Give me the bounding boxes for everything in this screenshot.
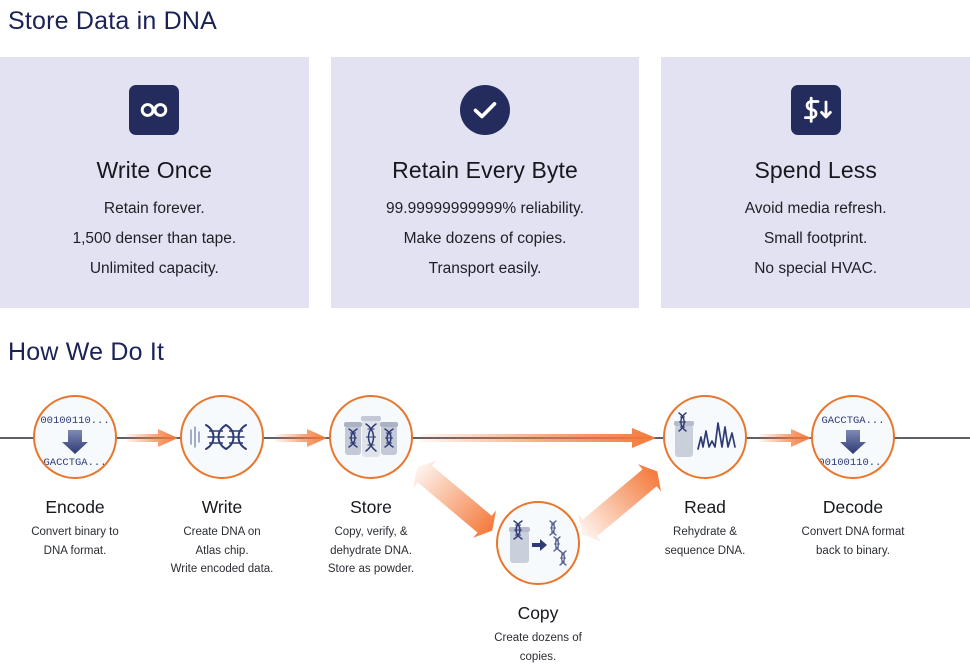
benefit-line: Avoid media refresh. bbox=[744, 200, 887, 217]
flow-desc-line: Create DNA on bbox=[183, 526, 261, 538]
flow-node-read[interactable] bbox=[663, 395, 747, 479]
page-title: Store Data in DNA bbox=[8, 7, 218, 35]
flow-desc-line: DNA format. bbox=[43, 544, 107, 557]
flow-desc-line: back to binary. bbox=[816, 544, 890, 557]
flow-step-name: Write bbox=[201, 497, 243, 517]
benefit-cards: Write Once Retain forever. 1,500 denser … bbox=[0, 57, 970, 308]
arrow-encode-to-write bbox=[124, 427, 180, 449]
benefit-card-title: Retain Every Byte bbox=[392, 157, 578, 183]
benefit-line: Transport easily. bbox=[428, 260, 542, 278]
flow-step-name: Copy bbox=[517, 603, 559, 623]
section-title-how-we-do-it: How We Do It bbox=[8, 338, 165, 366]
benefit-line: Unlimited capacity. bbox=[89, 260, 219, 278]
benefit-card-lines: Retain forever. 1,500 denser than tape. … bbox=[72, 194, 236, 285]
benefit-line: 1,500 denser than tape. bbox=[72, 230, 237, 248]
svg-text:00100110...: 00100110... bbox=[818, 457, 887, 469]
benefit-line: Retain forever. bbox=[103, 200, 205, 217]
flow-desc-line: copies. bbox=[519, 650, 557, 663]
flow-node-write[interactable] bbox=[180, 395, 264, 479]
svg-text:GACCTGA...: GACCTGA... bbox=[43, 457, 106, 469]
svg-text:GACCTGA...: GACCTGA... bbox=[821, 415, 884, 427]
flow-desc-line: dehydrate DNA. bbox=[330, 544, 412, 557]
flow-desc-line: sequence DNA. bbox=[664, 544, 746, 557]
flow-node-encode[interactable]: 00100110... GACCTGA... bbox=[33, 395, 117, 479]
benefit-card-lines: Avoid media refresh. Small footprint. No… bbox=[745, 194, 887, 285]
arrow-store-to-read bbox=[418, 426, 658, 450]
flow-label-encode: Encode Convert binary to DNA format. bbox=[0, 497, 170, 560]
flow-desc-line: Convert binary to bbox=[31, 526, 119, 538]
flow-desc-line: Convert DNA format bbox=[801, 526, 905, 538]
benefit-line: Make dozens of copies. bbox=[403, 230, 567, 248]
arrow-write-to-store bbox=[273, 427, 329, 449]
benefit-line: Small footprint. bbox=[763, 230, 868, 248]
benefit-card-spend-less: Spend Less Avoid media refresh. Small fo… bbox=[661, 57, 970, 308]
flow-step-name: Decode bbox=[822, 497, 884, 517]
benefit-card-write-once: Write Once Retain forever. 1,500 denser … bbox=[0, 57, 309, 308]
flow-step-desc: Convert binary to DNA format. bbox=[0, 523, 170, 560]
flow-step-desc: Convert DNA format back to binary. bbox=[758, 523, 948, 560]
svg-text:00100110...: 00100110... bbox=[40, 415, 109, 427]
dollar-down-arrow-icon bbox=[790, 85, 841, 135]
benefit-line: No special HVAC. bbox=[754, 260, 878, 278]
flow-step-desc: Create DNA on Atlas chip. Write encoded … bbox=[127, 523, 317, 579]
flow-step-desc: Create dozens of copies. bbox=[443, 629, 633, 666]
flow-label-store: Store Copy, verify, & dehydrate DNA. Sto… bbox=[276, 497, 466, 579]
flow-desc-line: Atlas chip. bbox=[195, 544, 249, 557]
flow-node-copy[interactable] bbox=[496, 501, 580, 585]
flow-label-decode: Decode Convert DNA format back to binary… bbox=[758, 497, 948, 560]
check-circle-icon bbox=[460, 85, 510, 135]
flow-step-name: Encode bbox=[45, 497, 105, 517]
flow-desc-line: Create dozens of bbox=[494, 632, 582, 644]
flow-step-name: Read bbox=[684, 497, 726, 517]
benefit-card-title: Write Once bbox=[96, 157, 213, 183]
flow-label-write: Write Create DNA on Atlas chip. Write en… bbox=[127, 497, 317, 579]
arrow-store-copy-bidirectional bbox=[409, 460, 505, 542]
flow-node-decode[interactable]: GACCTGA... 00100110... bbox=[811, 395, 895, 479]
flow-label-read: Read Rehydrate & sequence DNA. bbox=[610, 497, 800, 560]
benefit-card-title: Spend Less bbox=[754, 157, 877, 183]
flow-desc-line: Rehydrate & bbox=[673, 526, 737, 538]
arrow-read-to-decode bbox=[757, 427, 813, 449]
benefit-card-lines: 99.99999999999% reliability. Make dozens… bbox=[386, 194, 584, 285]
flow-node-store[interactable] bbox=[329, 395, 413, 479]
flow-desc-line: Copy, verify, & bbox=[334, 526, 408, 538]
flow-label-copy: Copy Create dozens of copies. bbox=[443, 603, 633, 666]
benefit-card-retain-every-byte: Retain Every Byte 99.99999999999% reliab… bbox=[330, 57, 640, 308]
benefit-line: 99.99999999999% reliability. bbox=[386, 200, 584, 217]
process-flow-diagram: 00100110... GACCTGA... Encode Convert bi… bbox=[0, 372, 970, 670]
infinity-icon bbox=[129, 85, 180, 135]
flow-step-name: Store bbox=[350, 497, 392, 517]
arrow-copy-read-bidirectional bbox=[574, 460, 670, 542]
flow-desc-line: Write encoded data. bbox=[170, 563, 274, 576]
flow-step-desc: Copy, verify, & dehydrate DNA. Store as … bbox=[276, 523, 466, 579]
flow-step-desc: Rehydrate & sequence DNA. bbox=[610, 523, 800, 560]
flow-desc-line: Store as powder. bbox=[327, 563, 415, 576]
